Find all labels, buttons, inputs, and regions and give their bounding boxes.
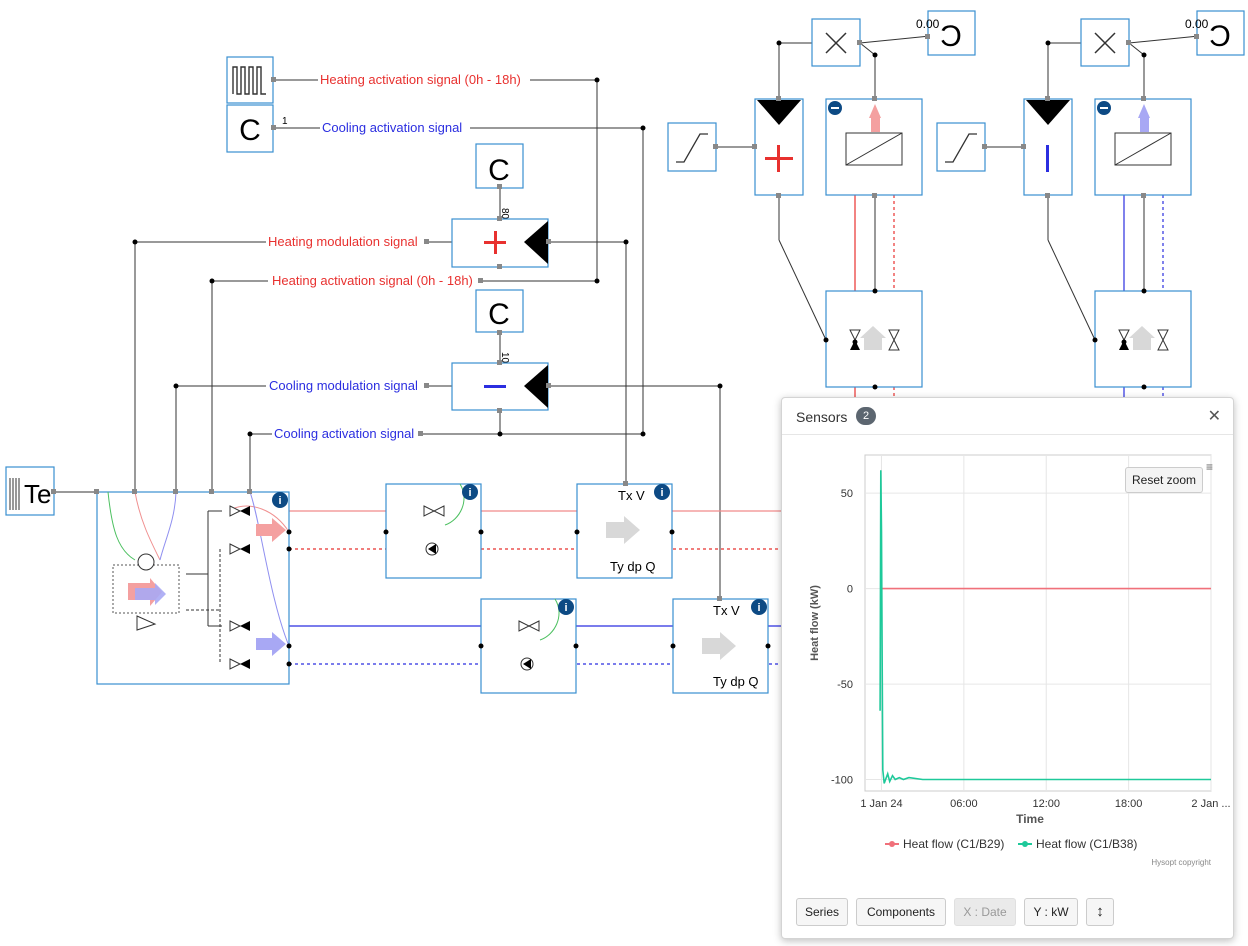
- svg-text:i: i: [757, 602, 760, 614]
- x-tick-label: 12:00: [1032, 798, 1060, 810]
- heat-exchanger-block-heating[interactable]: [825, 98, 923, 196]
- sensor1-top-label: Tx V: [618, 488, 645, 503]
- const-80-label: 80: [499, 208, 510, 220]
- chart-menu-icon[interactable]: ≡: [1206, 460, 1213, 474]
- info-icon[interactable]: [462, 484, 478, 500]
- y-tick-label: -100: [831, 775, 853, 787]
- const-one-label: 1: [282, 116, 288, 127]
- te-label: Te: [24, 479, 51, 509]
- heat-pump-block[interactable]: i: [96, 491, 290, 685]
- info-icon[interactable]: [558, 599, 574, 615]
- cooling-activation-label: Cooling activation signal: [322, 120, 462, 135]
- heat-flow-chart[interactable]: 50 0 -50 -100 1 Jan 24 06:00 12:00 18:00 2 Jan .…: [782, 435, 1233, 885]
- constant-block-cooling[interactable]: C: [226, 104, 274, 153]
- svg-text:i: i: [278, 495, 281, 507]
- sensor-count-badge: 2: [856, 407, 876, 425]
- valve-block-cooling[interactable]: [1094, 290, 1192, 388]
- svg-text:i: i: [468, 487, 471, 499]
- y-axis-button[interactable]: Y : kW: [1024, 898, 1078, 926]
- heat-exchanger-block-cooling[interactable]: [1094, 98, 1192, 196]
- valve-block-heating[interactable]: [825, 290, 923, 388]
- plot-area: [864, 454, 1212, 792]
- sensor2-top-label: Tx V: [713, 603, 740, 618]
- const-10-label: 10: [499, 352, 510, 364]
- x-tick-label: 2 Jan ...: [1191, 798, 1230, 810]
- constant-block-10[interactable]: C: [475, 289, 524, 333]
- cooling-activation-label-2: Cooling activation signal: [274, 426, 414, 441]
- pump-unit-cooling[interactable]: i: [480, 598, 577, 694]
- legend-marker-2: [1022, 841, 1028, 847]
- sum-block-cooling[interactable]: [1023, 98, 1073, 196]
- legend-item-2: Heat flow (C1/B38): [1036, 837, 1137, 851]
- heating-activation-label: Heating activation signal (0h - 18h): [320, 72, 521, 87]
- ramp-block-cooling[interactable]: [936, 122, 986, 172]
- heating-activation-label-2: Heating activation signal (0h - 18h): [272, 273, 473, 288]
- legend-item-1: Heat flow (C1/B29): [903, 837, 1004, 851]
- heating-modulator-block[interactable]: [451, 218, 549, 268]
- panel-header: Sensors 2 ✕: [782, 398, 1233, 435]
- svg-text:C: C: [239, 114, 261, 147]
- x-axis-button[interactable]: X : Date: [954, 898, 1016, 926]
- series-button[interactable]: Series: [796, 898, 848, 926]
- reset-zoom-button[interactable]: Reset zoom: [1125, 467, 1203, 493]
- sum-block-heating[interactable]: [754, 98, 804, 196]
- svg-text:C: C: [1209, 20, 1231, 53]
- x-tick-label: 1 Jan 24: [860, 798, 902, 810]
- svg-text:C: C: [488, 298, 510, 331]
- svg-text:C: C: [940, 20, 962, 53]
- copyright-text: Hysopt copyright: [1151, 858, 1211, 867]
- legend-marker-1: [889, 841, 895, 847]
- y-axis-label: Heat flow (kW): [809, 585, 821, 661]
- info-icon[interactable]: [272, 492, 288, 508]
- constant-block-zero-heating[interactable]: C: [927, 10, 976, 56]
- sensor2-bottom-label: Ty dp Q: [713, 674, 759, 689]
- const-zero-b-label: 0.00: [1185, 17, 1209, 31]
- constant-block-80[interactable]: C: [475, 143, 524, 189]
- pulse-generator-block[interactable]: [226, 56, 274, 104]
- close-icon[interactable]: ✕: [1207, 408, 1221, 425]
- y-tick-label: -50: [837, 679, 853, 691]
- sensor-block-cooling[interactable]: Tx V Ty dp Q i: [672, 598, 769, 694]
- svg-text:i: i: [564, 602, 567, 614]
- x-tick-label: 06:00: [950, 798, 978, 810]
- components-button[interactable]: Components: [856, 898, 946, 926]
- heating-modulation-label: Heating modulation signal: [268, 234, 418, 249]
- svg-text:i: i: [660, 487, 663, 499]
- vertical-arrows-icon[interactable]: ↕: [1086, 898, 1114, 926]
- outdoor-temperature-block[interactable]: Te: [5, 466, 55, 516]
- sensor-block-heating[interactable]: Tx V Ty dp Q i: [576, 483, 673, 579]
- multiplier-block-heating[interactable]: [811, 18, 861, 67]
- series-line-2: [879, 470, 1211, 784]
- info-icon[interactable]: [751, 599, 767, 615]
- panel-title: Sensors: [796, 409, 848, 425]
- x-tick-label: 18:00: [1115, 798, 1143, 810]
- svg-text:C: C: [488, 154, 510, 187]
- y-tick-label: 0: [847, 584, 853, 596]
- sensor1-bottom-label: Ty dp Q: [610, 559, 656, 574]
- cooling-modulation-label: Cooling modulation signal: [269, 378, 418, 393]
- multiplier-block-cooling[interactable]: [1080, 18, 1130, 67]
- cooling-modulator-block[interactable]: [451, 362, 549, 411]
- constant-block-zero-cooling[interactable]: C: [1196, 10, 1245, 56]
- x-axis-label: Time: [1016, 812, 1044, 826]
- sensors-panel: Sensors 2 ✕ 50 0 -50 -100 1 Jan 24 06:00 12:00…: [781, 397, 1234, 939]
- const-zero-a-label: 0.00: [916, 17, 940, 31]
- y-tick-label: 50: [841, 488, 853, 500]
- info-icon[interactable]: [654, 484, 670, 500]
- ramp-block-heating[interactable]: [667, 122, 717, 172]
- pump-unit-heating[interactable]: i: [385, 483, 482, 579]
